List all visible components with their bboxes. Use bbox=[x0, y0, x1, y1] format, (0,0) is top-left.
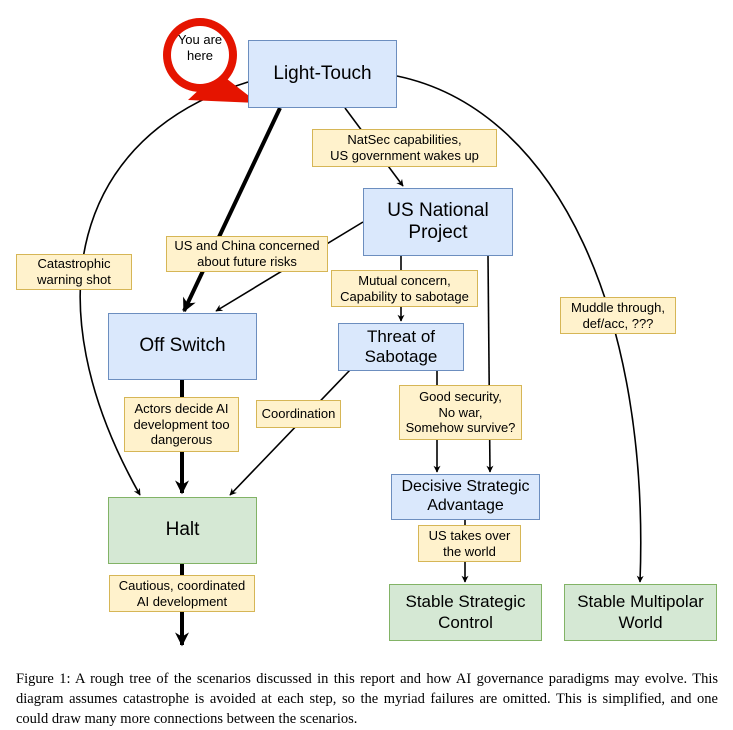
scenario-diagram: You are here Light-Touch US National Pro… bbox=[16, 18, 717, 647]
label-natsec: NatSec capabilities, US government wakes… bbox=[312, 129, 497, 167]
label-cautious-coordinated: Cautious, coordinated AI development bbox=[109, 575, 255, 612]
edge-threat-to-halt bbox=[229, 369, 351, 496]
you-are-here-label: You are here bbox=[177, 32, 223, 64]
node-light-touch: Light-Touch bbox=[248, 40, 397, 108]
node-halt: Halt bbox=[108, 497, 257, 564]
node-us-national-project: US National Project bbox=[363, 188, 513, 256]
label-actors-decide: Actors decide AI development too dangero… bbox=[124, 397, 239, 452]
edge-lighttouch-to-offswitch bbox=[182, 107, 282, 313]
node-stable-strategic-control: Stable Strategic Control bbox=[389, 584, 542, 641]
label-us-takes-over: US takes over the world bbox=[418, 525, 521, 562]
edge-lighttouch-to-multipolar bbox=[396, 75, 644, 583]
label-muddle-through: Muddle through, def/acc, ??? bbox=[560, 297, 676, 334]
label-mutual-concern: Mutual concern, Capability to sabotage bbox=[331, 270, 478, 307]
location-pin-icon bbox=[163, 18, 258, 103]
label-coordination: Coordination bbox=[256, 400, 341, 428]
figure-caption: Figure 1: A rough tree of the scenarios … bbox=[16, 671, 718, 727]
node-off-switch: Off Switch bbox=[108, 313, 257, 380]
node-decisive-strategic-advantage: Decisive Strategic Advantage bbox=[391, 474, 540, 520]
node-threat-of-sabotage: Threat of Sabotage bbox=[338, 323, 464, 371]
label-good-security: Good security, No war, Somehow survive? bbox=[399, 385, 522, 440]
node-stable-multipolar-world: Stable Multipolar World bbox=[564, 584, 717, 641]
label-us-china: US and China concerned about future risk… bbox=[166, 236, 328, 272]
label-catastrophic-warning-shot: Catastrophic warning shot bbox=[16, 254, 132, 290]
edge-lighttouch-to-halt bbox=[79, 81, 249, 496]
